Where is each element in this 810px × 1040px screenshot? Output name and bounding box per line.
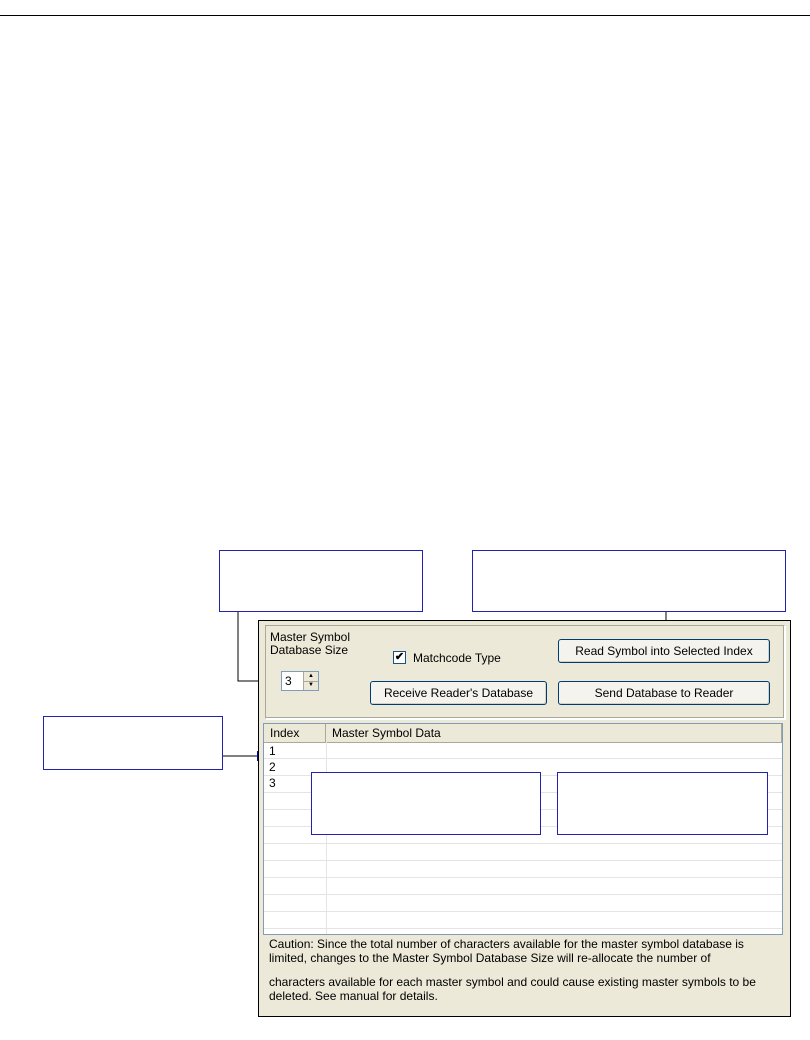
db-size-label-line1: Master Symbol	[270, 630, 351, 644]
db-size-label-line2: Database Size	[270, 643, 349, 657]
column-header-data[interactable]: Master Symbol Data	[326, 724, 782, 742]
callout-index	[43, 716, 223, 770]
table-row-index[interactable]: 1	[269, 744, 276, 758]
receive-db-button[interactable]: Receive Reader's Database	[370, 681, 547, 705]
read-symbol-button[interactable]: Read Symbol into Selected Index	[558, 639, 770, 663]
row-divider	[264, 911, 782, 912]
send-db-button[interactable]: Send Database to Reader	[558, 681, 770, 705]
matchcode-checkbox[interactable]: ✔	[393, 651, 406, 664]
column-divider	[326, 742, 327, 934]
row-divider	[264, 843, 782, 844]
caution-line1: Caution: Since the total number of chara…	[269, 937, 744, 965]
row-divider	[264, 758, 782, 759]
row-divider	[264, 877, 782, 878]
table-row-index[interactable]: 3	[269, 776, 276, 790]
spin-up-icon[interactable]: ▲	[304, 672, 318, 682]
row-divider	[264, 860, 782, 861]
callout-read-symbol	[472, 550, 786, 612]
db-size-value[interactable]: 3	[285, 674, 292, 688]
row-divider	[264, 928, 782, 929]
page-top-rule	[0, 15, 810, 16]
caution-text: Caution: Since the total number of chara…	[269, 937, 779, 1013]
callout-receive-db	[311, 772, 541, 835]
settings-group	[265, 625, 785, 719]
table-row-index[interactable]: 2	[269, 760, 276, 774]
row-divider	[264, 894, 782, 895]
column-header-index[interactable]: Index	[264, 724, 326, 742]
db-size-spinner[interactable]: 3 ▲ ▼	[281, 671, 319, 691]
spinner-buttons: ▲ ▼	[303, 672, 318, 690]
callout-send-db	[557, 772, 768, 835]
spin-down-icon[interactable]: ▼	[308, 682, 314, 688]
table-header: Index Master Symbol Data	[264, 724, 782, 743]
callout-db-size	[219, 550, 423, 612]
matchcode-label: Matchcode Type	[413, 651, 501, 665]
caution-line2: characters available for each master sym…	[269, 975, 756, 1003]
